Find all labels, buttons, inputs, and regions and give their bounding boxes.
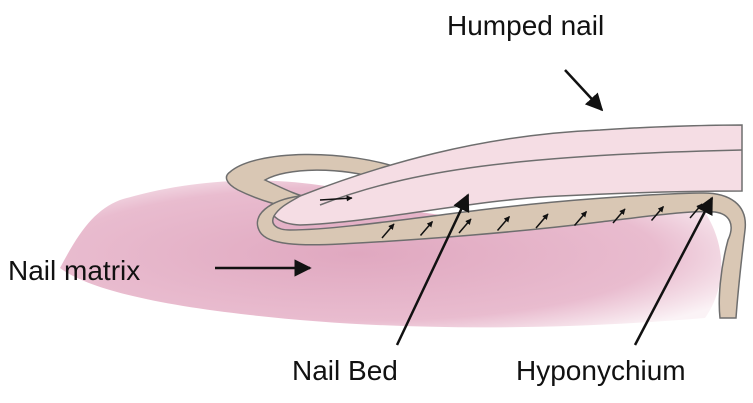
humped-nail-arrow — [565, 70, 602, 110]
label-nail-bed: Nail Bed — [292, 357, 398, 385]
label-nail-matrix: Nail matrix — [8, 257, 140, 285]
label-humped-nail: Humped nail — [447, 12, 604, 40]
label-hyponychium: Hyponychium — [516, 357, 686, 385]
